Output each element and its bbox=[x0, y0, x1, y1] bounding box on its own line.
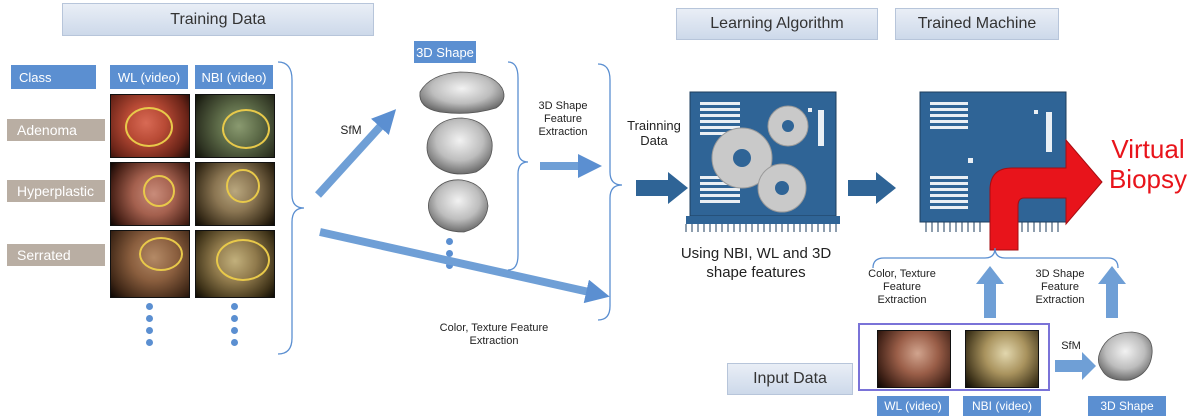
lesion-marker bbox=[226, 169, 260, 203]
lesion-marker bbox=[143, 175, 175, 207]
continuation-dot bbox=[231, 303, 238, 310]
header-training-data: Training Data bbox=[62, 3, 374, 36]
trained-machine bbox=[919, 91, 1103, 251]
lesion-marker bbox=[139, 237, 183, 271]
shape-up-arrow bbox=[1098, 266, 1126, 318]
sfm-label: SfM bbox=[340, 123, 362, 137]
continuation-dot bbox=[146, 339, 153, 346]
continuation-dot bbox=[231, 327, 238, 334]
input-wl-thumb bbox=[877, 330, 951, 388]
lesion-marker bbox=[222, 109, 270, 149]
column-class: Class bbox=[11, 65, 96, 89]
continuation-dot bbox=[146, 327, 153, 334]
3d-shape-3 bbox=[428, 179, 489, 233]
color-texture-up-arrow bbox=[976, 266, 1004, 318]
continuation-dot bbox=[146, 315, 153, 322]
input-3d-shape-tag: 3D Shape bbox=[1088, 396, 1166, 416]
input-nbi-thumb bbox=[965, 330, 1039, 388]
sfm-arrow bbox=[315, 109, 397, 198]
header-input-data: Input Data bbox=[727, 363, 853, 395]
continuation-dot bbox=[446, 262, 453, 269]
color-texture-label: Color, Texture Feature Extraction bbox=[439, 322, 549, 347]
lesion-marker bbox=[216, 239, 270, 281]
input-nbi-tag: NBI (video) bbox=[963, 396, 1041, 416]
nbi-thumb-hyperplastic bbox=[195, 162, 275, 226]
class-adenoma: Adenoma bbox=[7, 119, 105, 141]
color-texture-arrow bbox=[319, 228, 610, 304]
shape-feature-right-label: 3D Shape Feature Extraction bbox=[1035, 268, 1085, 306]
sfm-right-label: SfM bbox=[1061, 340, 1081, 352]
wl-thumb-hyperplastic bbox=[110, 162, 190, 226]
continuation-dot bbox=[446, 250, 453, 257]
lesion-marker bbox=[125, 107, 173, 147]
input-brace bbox=[872, 247, 1119, 269]
nbi-thumb-serrated bbox=[195, 230, 275, 298]
continuation-dot bbox=[146, 303, 153, 310]
wl-thumb-adenoma bbox=[110, 94, 190, 158]
shape-brace bbox=[507, 61, 529, 271]
input-frame bbox=[858, 323, 1050, 391]
using-features-label: Using NBI, WL and 3D shape features bbox=[680, 245, 832, 281]
continuation-dot bbox=[231, 339, 238, 346]
nbi-thumb-adenoma bbox=[195, 94, 275, 158]
header-learning-algorithm: Learning Algorithm bbox=[676, 8, 878, 40]
virtual-biopsy-label: Virtual Biopsy bbox=[1108, 134, 1188, 194]
3d-shape-1 bbox=[419, 71, 505, 114]
learning-to-trained-arrow bbox=[848, 172, 896, 204]
column-wl-video: WL (video) bbox=[110, 65, 188, 89]
3d-shape-input bbox=[1098, 331, 1153, 381]
training-data-label: Trainning Data bbox=[627, 118, 681, 148]
shape-feature-label: 3D Shape Feature Extraction bbox=[538, 100, 588, 138]
column-nbi-video: NBI (video) bbox=[195, 65, 273, 89]
color-texture-right-label: Color, Texture Feature Extraction bbox=[868, 268, 936, 306]
training-data-brace bbox=[597, 63, 623, 321]
column-3d-shape: 3D Shape bbox=[414, 41, 476, 63]
virtual-biopsy-arrow bbox=[989, 138, 1103, 251]
learning-algorithm-machine bbox=[685, 91, 840, 232]
class-hyperplastic: Hyperplastic bbox=[7, 180, 105, 202]
class-serrated: Serrated bbox=[7, 244, 105, 266]
header-trained-machine: Trained Machine bbox=[895, 8, 1059, 40]
continuation-dot bbox=[231, 315, 238, 322]
continuation-dot bbox=[446, 238, 453, 245]
sfm-right-arrow bbox=[1055, 352, 1096, 380]
3d-shape-2 bbox=[426, 117, 493, 175]
training-set-brace bbox=[277, 61, 305, 355]
wl-thumb-serrated bbox=[110, 230, 190, 298]
input-wl-tag: WL (video) bbox=[877, 396, 949, 416]
